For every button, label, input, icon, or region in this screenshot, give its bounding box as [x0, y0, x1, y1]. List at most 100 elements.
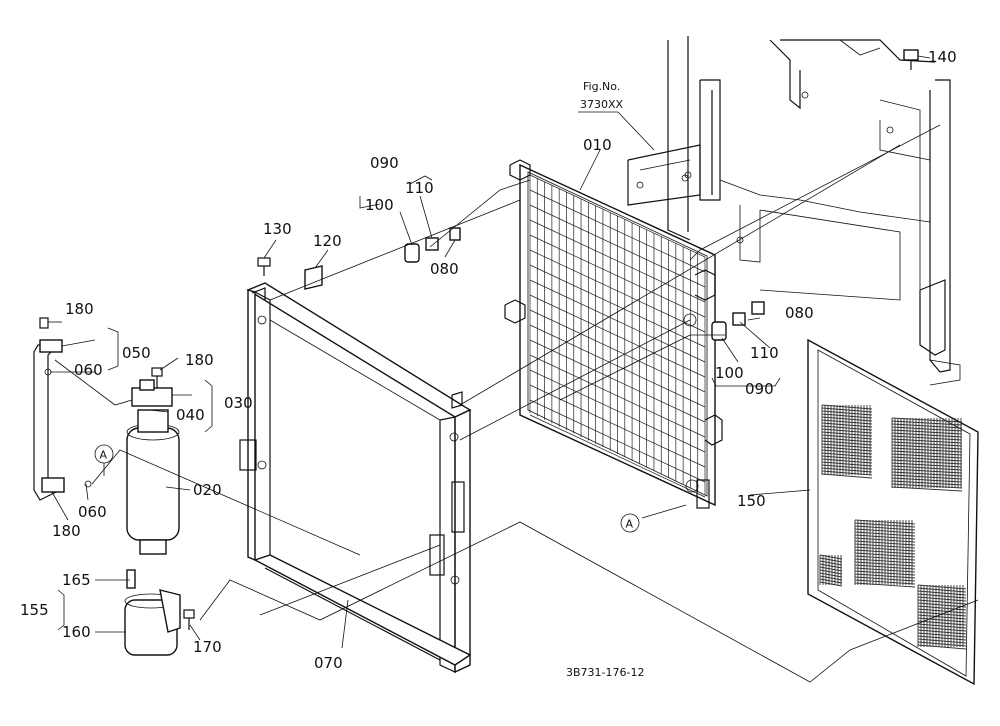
mesh-line [854, 555, 916, 561]
mesh-line [819, 572, 843, 578]
mesh-line [819, 569, 843, 575]
condenser-fin [529, 204, 706, 288]
part-140-label: 140 [928, 48, 957, 66]
mesh-line [821, 416, 873, 422]
mesh-line [854, 573, 916, 579]
mesh-line [891, 420, 963, 426]
part-170-label: 170 [193, 638, 222, 656]
part-070-label: 070 [314, 654, 343, 672]
mesh-line [891, 450, 963, 456]
condenser-fin [529, 219, 706, 303]
part-180-middle-label: 180 [185, 351, 214, 369]
mesh-line [821, 452, 873, 458]
drawing-number: 3B731-176-12 [566, 666, 644, 679]
mesh-line [854, 579, 916, 585]
part-100-upper-label: 100 [365, 196, 394, 214]
mesh-line [891, 459, 963, 465]
mesh-line [917, 623, 967, 629]
mesh-line [821, 428, 873, 434]
mesh-line [917, 638, 967, 644]
part-080-upper-label: 080 [430, 260, 459, 278]
condenser-fin [529, 354, 706, 438]
part-090-upper-label: 090 [370, 154, 399, 172]
mesh-line [821, 458, 873, 464]
mesh-line [891, 417, 963, 423]
mesh-line [854, 525, 916, 531]
part-100-lower-label: 100 [715, 364, 744, 382]
figure-ref-number: 3730XX [580, 98, 624, 111]
part-040-label: 040 [176, 406, 205, 424]
mesh-line [891, 444, 963, 450]
mesh-line [821, 464, 873, 470]
mesh-line [821, 443, 873, 449]
mesh-line [854, 534, 916, 540]
mesh-line [854, 558, 916, 564]
mesh-line [821, 470, 873, 476]
mesh-line [917, 644, 967, 650]
condenser-fin [529, 339, 706, 423]
mesh-line [917, 599, 967, 605]
mesh-line [917, 608, 967, 614]
part-155-label: 155 [20, 601, 49, 619]
part-020-label: 020 [193, 481, 222, 499]
mesh-line [821, 419, 873, 425]
mesh-line [819, 560, 843, 566]
mesh-line [821, 446, 873, 452]
part-labels: Fig.No. 3730XX 010 020 030 040 050 060 0… [20, 48, 957, 679]
bolt-180-upper [151, 367, 163, 388]
mesh-line [917, 602, 967, 608]
part-050-label: 050 [122, 344, 151, 362]
condenser-fin [529, 174, 706, 258]
mesh-line [891, 426, 963, 432]
mesh-line [821, 422, 873, 428]
mesh-line [917, 614, 967, 620]
mesh-line [854, 522, 916, 528]
mesh-line [854, 582, 916, 588]
mesh-line [891, 462, 963, 468]
part-120-label: 120 [313, 232, 342, 250]
part-110-lower-label: 110 [750, 344, 779, 362]
part-110-upper-label: 110 [405, 179, 434, 197]
mesh-line [891, 429, 963, 435]
mesh-line [819, 575, 843, 581]
mesh-line [819, 581, 843, 587]
mesh-line [917, 629, 967, 635]
leader-lines [48, 55, 931, 649]
mesh-line [917, 632, 967, 638]
mesh-line [821, 449, 873, 455]
part-130-label: 130 [263, 220, 292, 238]
mounting-bracket [627, 144, 701, 206]
mesh-line [854, 528, 916, 534]
mesh-line [819, 563, 843, 569]
view-marker-a-left: A [94, 444, 114, 476]
mesh-line [854, 519, 916, 525]
mesh-line [891, 468, 963, 474]
bushing-set-lower [711, 301, 765, 341]
mesh-line [821, 437, 873, 443]
part-060-lower-label: 060 [78, 503, 107, 521]
part-150-label: 150 [737, 492, 766, 510]
mesh-line [854, 576, 916, 582]
mesh-line [854, 546, 916, 552]
part-030-label: 030 [224, 394, 253, 412]
part-060-upper-label: 060 [74, 361, 103, 379]
mesh-line [854, 570, 916, 576]
condenser-fin [529, 324, 706, 408]
mesh-line [819, 557, 843, 563]
condenser-fin [529, 309, 706, 393]
mesh-line [821, 461, 873, 467]
part-080-lower-label: 080 [785, 304, 814, 322]
bushing-set-upper [404, 227, 461, 263]
condenser-fin [529, 249, 706, 333]
mesh-line [891, 471, 963, 477]
part-165-label: 165 [62, 571, 91, 589]
mesh-line [891, 453, 963, 459]
mesh-line [891, 480, 963, 486]
mesh-line [891, 474, 963, 480]
mesh-line [891, 438, 963, 444]
mesh-line [821, 467, 873, 473]
condenser-fin [529, 264, 706, 348]
mesh-line [821, 425, 873, 431]
